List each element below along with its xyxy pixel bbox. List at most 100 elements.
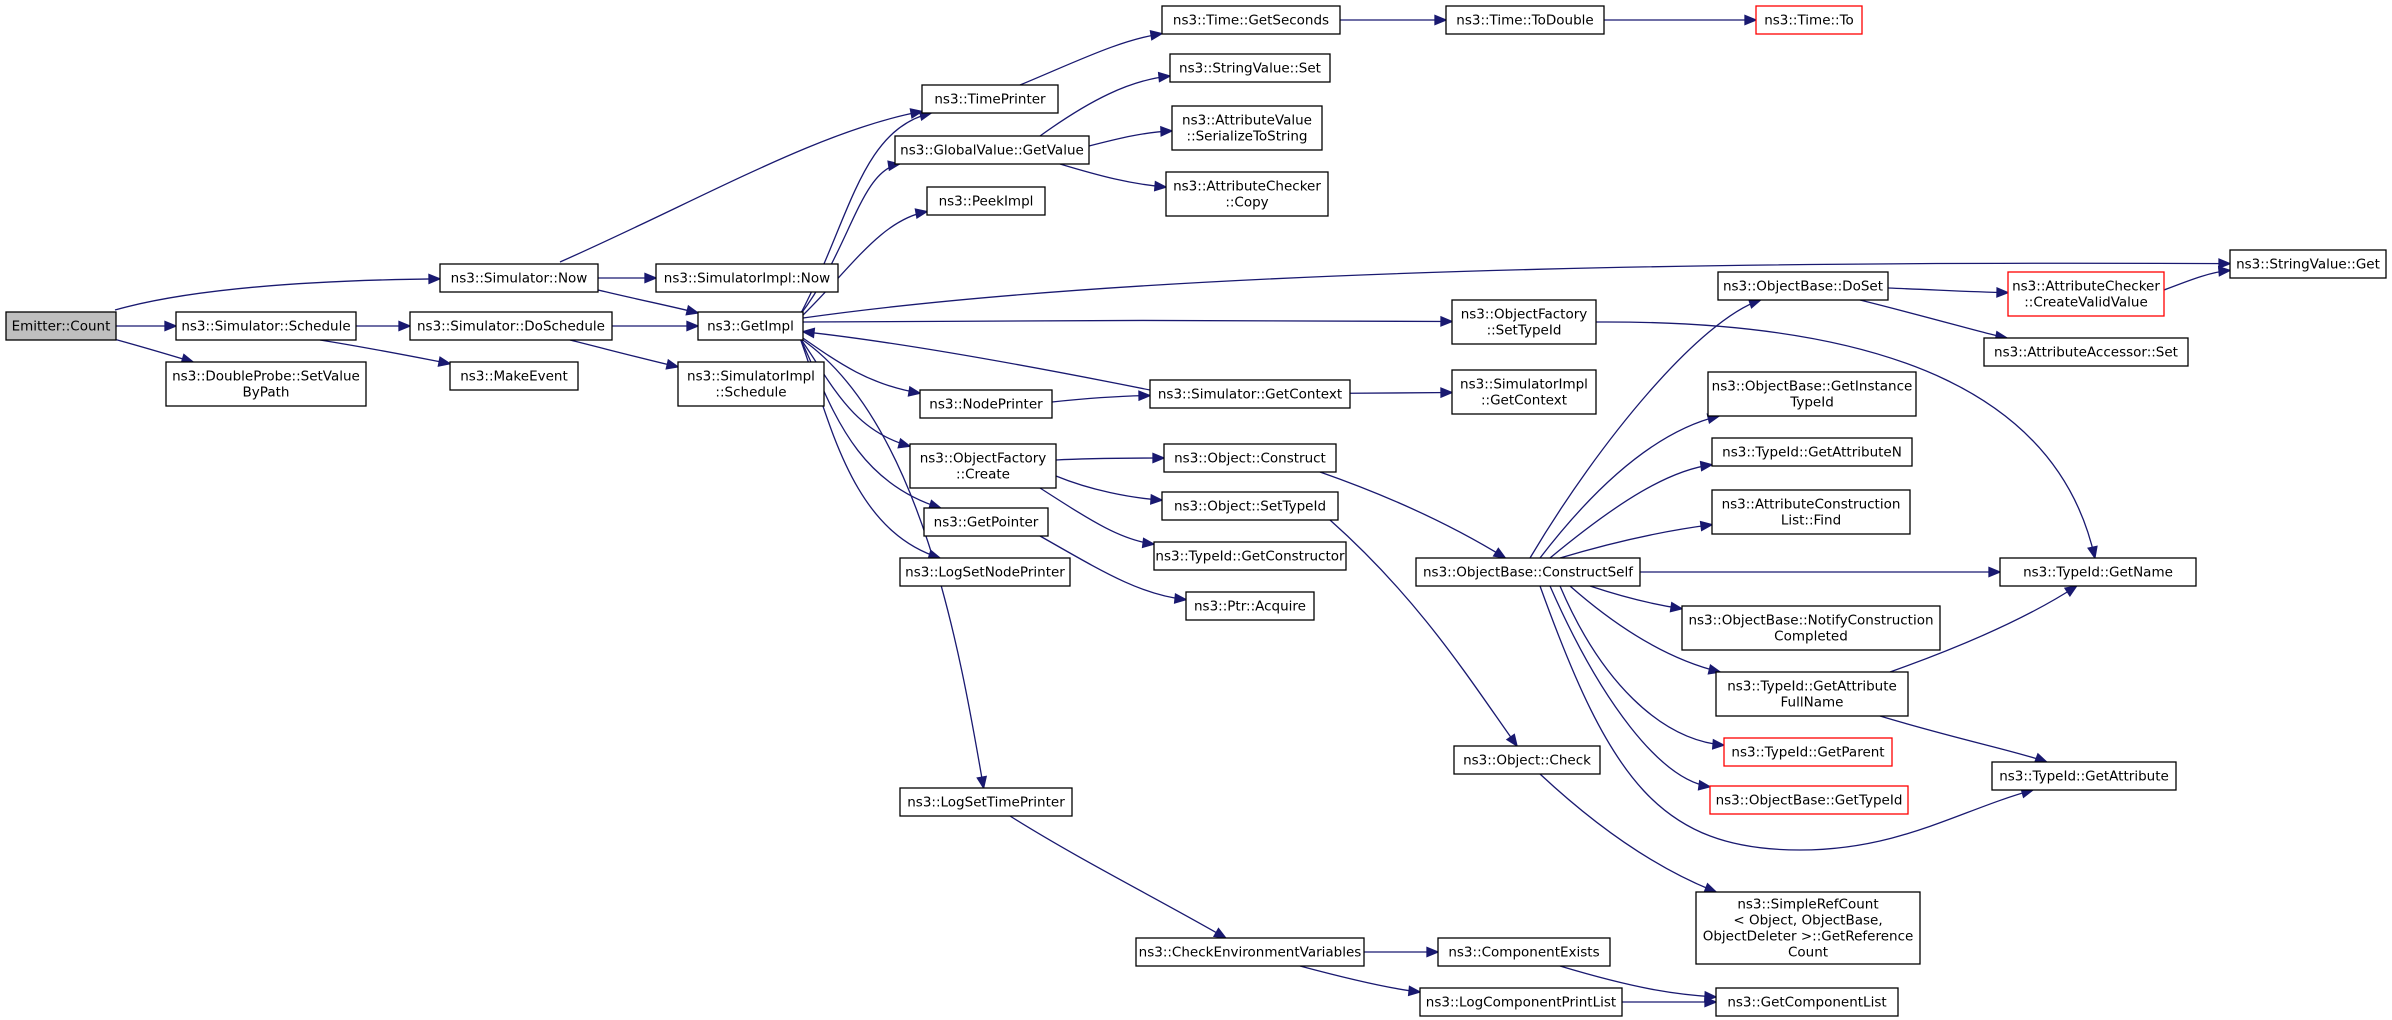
function-label: TypeId (1789, 395, 1834, 411)
function-node-checkenv[interactable]: ns3::CheckEnvironmentVariables (1135, 937, 1365, 967)
call-edge-typeid_getattributefullname-to-typeid_getattribute (1879, 715, 2049, 764)
function-node-stringvalue_get[interactable]: ns3::StringValue::Get (2229, 249, 2387, 279)
function-node-attrchecker_copy[interactable]: ns3::AttributeChecker::Copy (1165, 171, 1329, 217)
function-label: ns3::TypeId::GetAttributeN (1722, 445, 1902, 461)
function-node-logsetnodeprinter[interactable]: ns3::LogSetNodePrinter (899, 557, 1071, 587)
function-node-attrchecker_createvalid[interactable]: ns3::AttributeChecker::CreateValidValue (2007, 271, 2165, 317)
function-label: ns3::PeekImpl (939, 194, 1034, 210)
call-edge-getimpl-to-peekimpl (799, 208, 929, 319)
function-label: ns3::SimulatorImpl::Now (664, 271, 830, 287)
function-node-typeid_getparent[interactable]: ns3::TypeId::GetParent (1723, 737, 1893, 767)
call-edge-sim_schedule-to-makeevent (319, 339, 452, 367)
function-label: ns3::NodePrinter (929, 397, 1043, 413)
function-node-simimpl_getcontext[interactable]: ns3::SimulatorImpl::GetContext (1451, 369, 1597, 415)
call-edge-sim_doschedule-to-getimpl (612, 320, 700, 332)
function-label: ns3::StringValue::Get (2236, 257, 2380, 273)
function-node-ptr_acquire[interactable]: ns3::Ptr::Acquire (1185, 591, 1315, 621)
call-edge-sim_now-to-simimpl_now (598, 272, 658, 284)
function-label: ns3::AttributeChecker (2012, 279, 2160, 295)
function-label: ::Schedule (715, 385, 786, 401)
function-node-componentexists[interactable]: ns3::ComponentExists (1437, 937, 1611, 967)
function-label: ::Create (956, 467, 1010, 483)
function-node-sim_doschedule[interactable]: ns3::Simulator::DoSchedule (409, 311, 613, 341)
function-node-time_getseconds[interactable]: ns3::Time::GetSeconds (1161, 5, 1341, 35)
function-node-simimpl_now[interactable]: ns3::SimulatorImpl::Now (655, 263, 839, 293)
function-label: ns3::Object::Construct (1174, 451, 1326, 467)
function-label: ns3::GlobalValue::GetValue (900, 143, 1084, 159)
call-edge-typeid_getattributefullname-to-typeid_getname (1889, 585, 2079, 673)
call-edge-attrchecker_createvalid-to-stringvalue_get (2163, 265, 2232, 291)
call-edge-checkenv-to-logcomponentprintlist (1299, 965, 1422, 997)
function-node-nodeprinter[interactable]: ns3::NodePrinter (919, 389, 1053, 419)
function-node-getcomponentlist[interactable]: ns3::GetComponentList (1715, 987, 1899, 1017)
function-node-typeid_getconstructor[interactable]: ns3::TypeId::GetConstructor (1153, 541, 1347, 571)
function-node-object_settypeid[interactable]: ns3::Object::SetTypeId (1161, 491, 1339, 521)
call-edge-object_construct-to-objbase_constructself (1319, 471, 1507, 559)
function-node-globalvalue_getvalue[interactable]: ns3::GlobalValue::GetValue (894, 135, 1090, 165)
function-label: ns3::Time::GetSeconds (1173, 13, 1329, 29)
function-label: FullName (1781, 695, 1844, 711)
function-label: ns3::Simulator::GetContext (1158, 387, 1342, 403)
function-label: ns3::ObjectBase::NotifyConstruction (1688, 613, 1933, 629)
function-label: ::SetTypeId (1487, 323, 1562, 339)
function-label: ns3::Simulator::Now (451, 271, 588, 287)
call-edge-getimpl-to-objfactory_settypeid (802, 315, 1454, 327)
function-node-sim_now[interactable]: ns3::Simulator::Now (439, 263, 599, 293)
function-label: ns3::Time::To (1764, 13, 1854, 29)
function-node-time_to[interactable]: ns3::Time::To (1755, 5, 1863, 35)
function-node-timeprinter[interactable]: ns3::TimePrinter (921, 84, 1059, 114)
function-label: ::GetContext (1481, 393, 1567, 409)
function-node-typeid_getattribute[interactable]: ns3::TypeId::GetAttribute (1991, 761, 2177, 791)
function-node-logsettimeprinter[interactable]: ns3::LogSetTimePrinter (899, 787, 1073, 817)
call-edge-emitter_count-to-sim_schedule (116, 320, 178, 332)
function-node-attraccessor_set[interactable]: ns3::AttributeAccessor::Set (1983, 337, 2189, 367)
call-edge-sim_schedule-to-sim_doschedule (356, 320, 412, 332)
function-label: ns3::DoubleProbe::SetValue (172, 369, 360, 385)
function-node-simimpl_schedule[interactable]: ns3::SimulatorImpl::Schedule (677, 361, 825, 407)
function-node-emitter_count[interactable]: Emitter::Count (5, 311, 117, 341)
function-node-typeid_getname[interactable]: ns3::TypeId::GetName (1999, 557, 2197, 587)
call-edge-objfactory_create-to-typeid_getconstructor (1039, 487, 1156, 549)
function-node-objbase_notifyconstruction[interactable]: ns3::ObjectBase::NotifyConstructionCompl… (1681, 605, 1941, 651)
function-node-sim_schedule[interactable]: ns3::Simulator::Schedule (175, 311, 357, 341)
function-node-peekimpl[interactable]: ns3::PeekImpl (926, 186, 1046, 216)
function-label: ns3::AttributeConstruction (1722, 497, 1901, 513)
call-edge-object_check-to-simplerefcount (1539, 773, 1718, 893)
function-label: ns3::Simulator::DoSchedule (417, 319, 605, 335)
function-label: ns3::Simulator::Schedule (181, 319, 350, 335)
call-edge-time_getseconds-to-time_todouble (1340, 14, 1448, 26)
call-edge-getimpl-to-logsettimeprinter (799, 337, 988, 790)
function-label: ns3::TypeId::GetConstructor (1155, 549, 1345, 565)
call-edge-nodeprinter-to-sim_getcontext (1051, 390, 1152, 403)
function-node-objfactory_settypeid[interactable]: ns3::ObjectFactory::SetTypeId (1451, 299, 1597, 345)
function-node-getpointer[interactable]: ns3::GetPointer (923, 507, 1049, 537)
call-edge-getpointer-to-ptr_acquire (1039, 535, 1188, 604)
function-node-getimpl[interactable]: ns3::GetImpl (697, 311, 804, 341)
function-node-simplerefcount[interactable]: ns3::SimpleRefCount< Object, ObjectBase,… (1695, 891, 1921, 965)
function-node-logcomponentprintlist[interactable]: ns3::LogComponentPrintList (1419, 987, 1623, 1017)
call-edge-objbase_constructself-to-attrconstructionlist_find (1559, 520, 1714, 559)
function-node-typeid_getattributen[interactable]: ns3::TypeId::GetAttributeN (1711, 437, 1913, 467)
function-node-makeevent[interactable]: ns3::MakeEvent (449, 361, 579, 391)
function-node-time_todouble[interactable]: ns3::Time::ToDouble (1445, 5, 1605, 35)
function-node-objbase_doset[interactable]: ns3::ObjectBase::DoSet (1717, 271, 1889, 301)
function-node-objbase_gettypeid[interactable]: ns3::ObjectBase::GetTypeId (1709, 785, 1909, 815)
call-edge-logsettimeprinter-to-checkenv (1009, 815, 1228, 939)
call-edge-globalvalue_getvalue-to-attrvalue_serialize (1088, 125, 1174, 147)
function-node-stringvalue_set[interactable]: ns3::StringValue::Set (1169, 53, 1331, 83)
call-edge-checkenv-to-componentexists (1364, 946, 1440, 958)
function-node-object_check[interactable]: ns3::Object::Check (1453, 745, 1601, 775)
function-node-objfactory_create[interactable]: ns3::ObjectFactory::Create (909, 443, 1057, 489)
function-node-sim_getcontext[interactable]: ns3::Simulator::GetContext (1149, 379, 1351, 409)
function-label: ns3::SimulatorImpl (1460, 377, 1588, 393)
function-node-object_construct[interactable]: ns3::Object::Construct (1163, 443, 1337, 473)
function-node-attrvalue_serialize[interactable]: ns3::AttributeValue::SerializeToString (1171, 105, 1323, 151)
function-label: ns3::GetPointer (934, 515, 1039, 531)
function-node-objbase_constructself[interactable]: ns3::ObjectBase::ConstructSelf (1415, 557, 1641, 587)
function-label: ns3::MakeEvent (460, 369, 568, 385)
